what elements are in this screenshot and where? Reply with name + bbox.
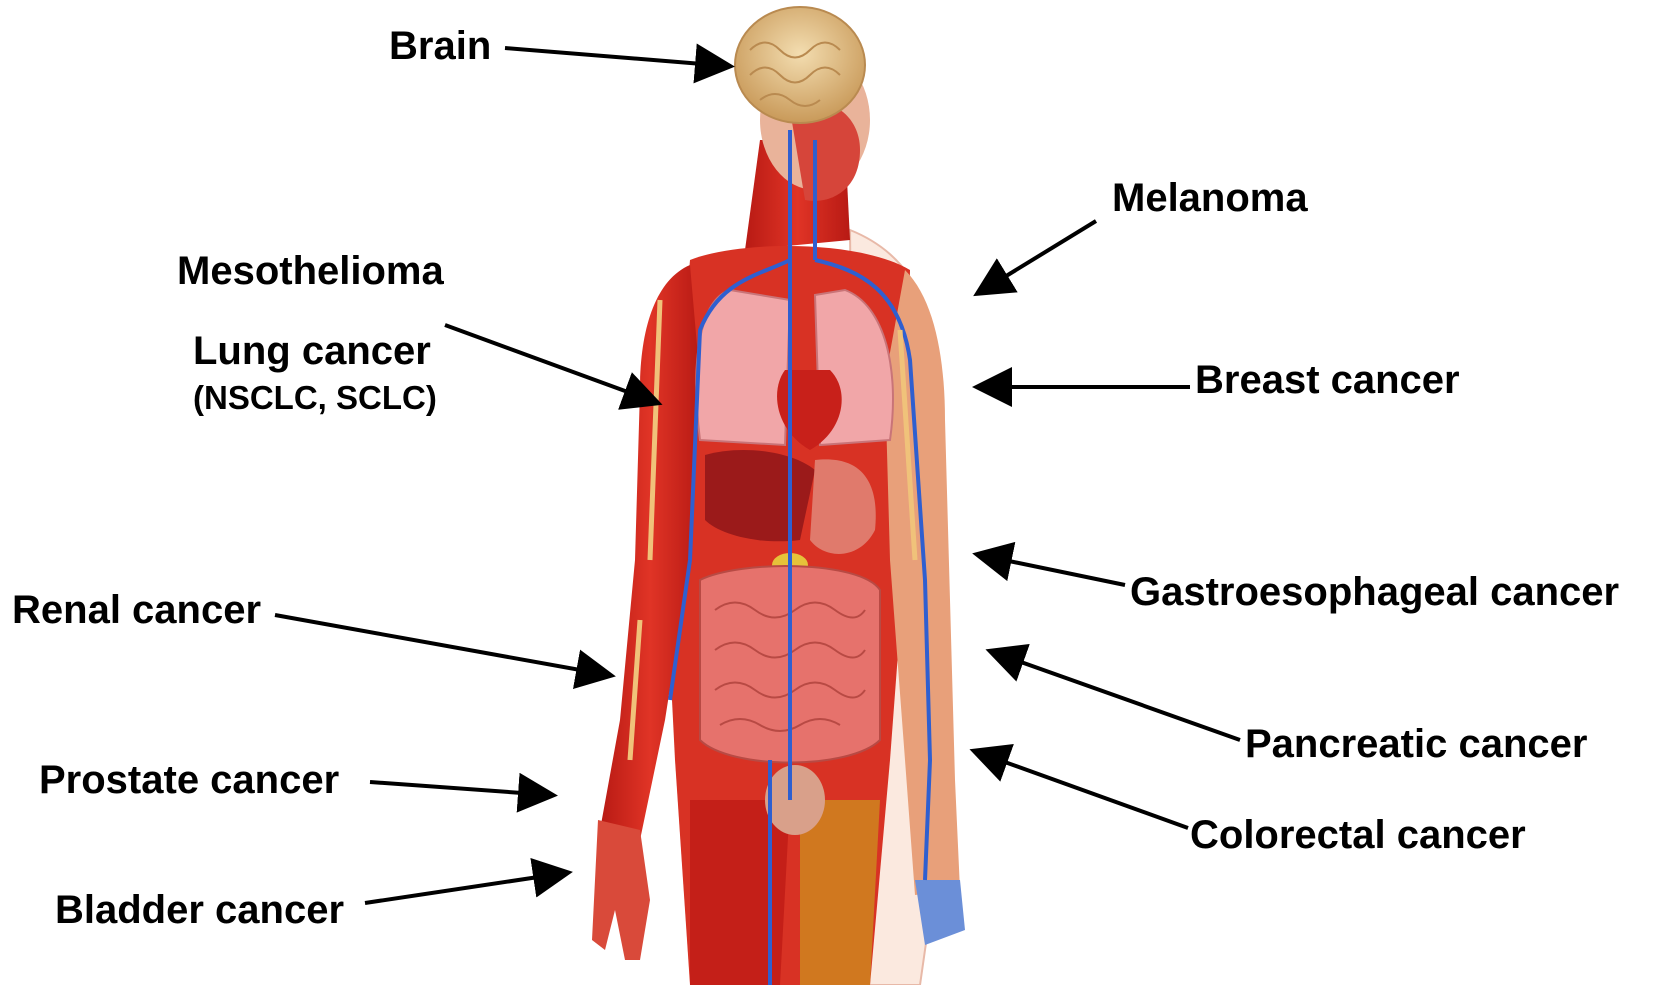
pancreatic-arrow — [993, 652, 1240, 740]
label-lung-cancer-types: (NSCLC, SCLC) — [193, 381, 437, 414]
human-body-illustration — [592, 7, 965, 985]
label-renal-cancer: Renal cancer — [12, 590, 261, 630]
left-hand — [592, 820, 650, 960]
gastroesophageal-arrow — [980, 555, 1125, 585]
melanoma-arrow — [980, 221, 1096, 292]
bladder-arrow — [365, 873, 565, 903]
renal-cancer-arrow — [275, 615, 608, 675]
brain-arrow — [505, 48, 727, 66]
left-leg — [690, 800, 790, 985]
liver — [705, 450, 815, 541]
colorectal-arrow — [977, 752, 1188, 828]
label-mesothelioma: Mesothelioma — [177, 251, 444, 291]
label-brain: Brain — [389, 26, 491, 66]
label-pancreatic-cancer: Pancreatic cancer — [1245, 724, 1587, 764]
label-melanoma: Melanoma — [1112, 178, 1308, 218]
label-bladder-cancer: Bladder cancer — [55, 890, 344, 930]
label-colorectal-cancer: Colorectal cancer — [1190, 815, 1526, 855]
label-breast-cancer: Breast cancer — [1195, 360, 1460, 400]
label-prostate-cancer: Prostate cancer — [39, 760, 339, 800]
lung-cancer-arrow — [445, 325, 655, 402]
label-gastroesophageal-cancer: Gastroesophageal cancer — [1130, 572, 1619, 612]
prostate-arrow — [370, 782, 550, 795]
pelvic-organs — [765, 765, 825, 835]
label-lung-cancer: Lung cancer — [193, 331, 431, 371]
